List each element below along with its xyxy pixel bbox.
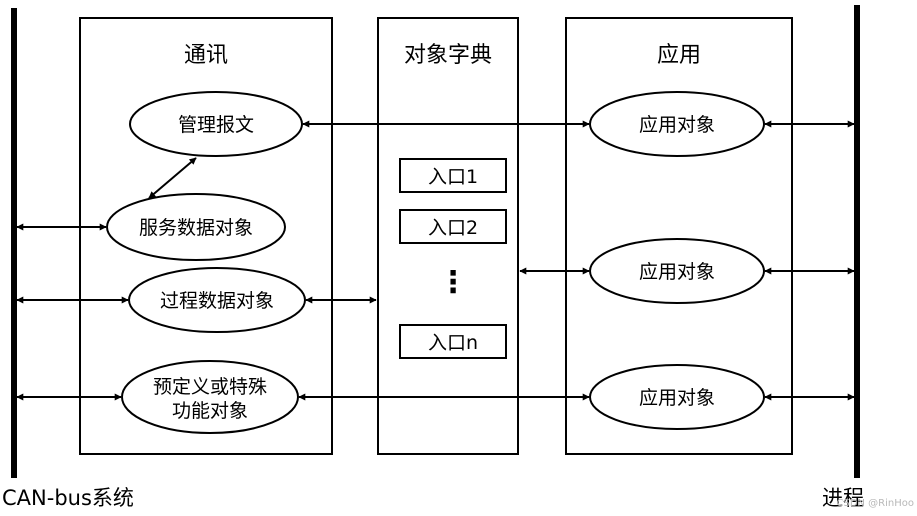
entry-2-label: 入口2 — [428, 217, 478, 239]
application-object-label-3: 应用对象 — [639, 387, 715, 409]
entry-2-box — [399, 209, 507, 244]
predefined-objects-ellipse — [121, 360, 299, 434]
entry-n-label: 入口n — [428, 332, 478, 354]
arrow-management-to-sdo — [148, 157, 197, 199]
application-box — [565, 17, 793, 455]
communication-title: 通讯 — [184, 43, 228, 68]
application-object-ellipse-3 — [589, 364, 765, 430]
process-data-objects-ellipse — [128, 267, 306, 333]
application-object-ellipse-2 — [589, 238, 765, 304]
application-object-ellipse-1 — [589, 91, 765, 157]
management-messages-label: 管理报文 — [178, 114, 254, 136]
application-title: 应用 — [657, 43, 701, 68]
entries-ellipsis: ⋮ — [438, 265, 468, 300]
management-messages-ellipse — [129, 91, 303, 157]
process-label: 进程 — [822, 486, 864, 510]
watermark: CSDN @RinHoo — [836, 498, 914, 509]
object-dictionary-title: 对象字典 — [404, 43, 492, 68]
application-object-label-2: 应用对象 — [639, 261, 715, 283]
entry-n-box — [399, 324, 507, 359]
can-bus-label: CAN-bus系统 — [2, 486, 134, 510]
service-data-objects-label: 服务数据对象 — [139, 217, 253, 239]
application-object-label-1: 应用对象 — [639, 114, 715, 136]
communication-box — [79, 17, 333, 455]
predefined-objects-label-line1: 预定义或特殊 — [153, 376, 267, 398]
entry-1-label: 入口1 — [428, 166, 478, 188]
object-dictionary-box — [377, 17, 519, 455]
process-data-objects-label: 过程数据对象 — [160, 290, 274, 312]
entry-1-box — [399, 158, 507, 193]
predefined-objects-label-line2: 功能对象 — [172, 400, 248, 422]
